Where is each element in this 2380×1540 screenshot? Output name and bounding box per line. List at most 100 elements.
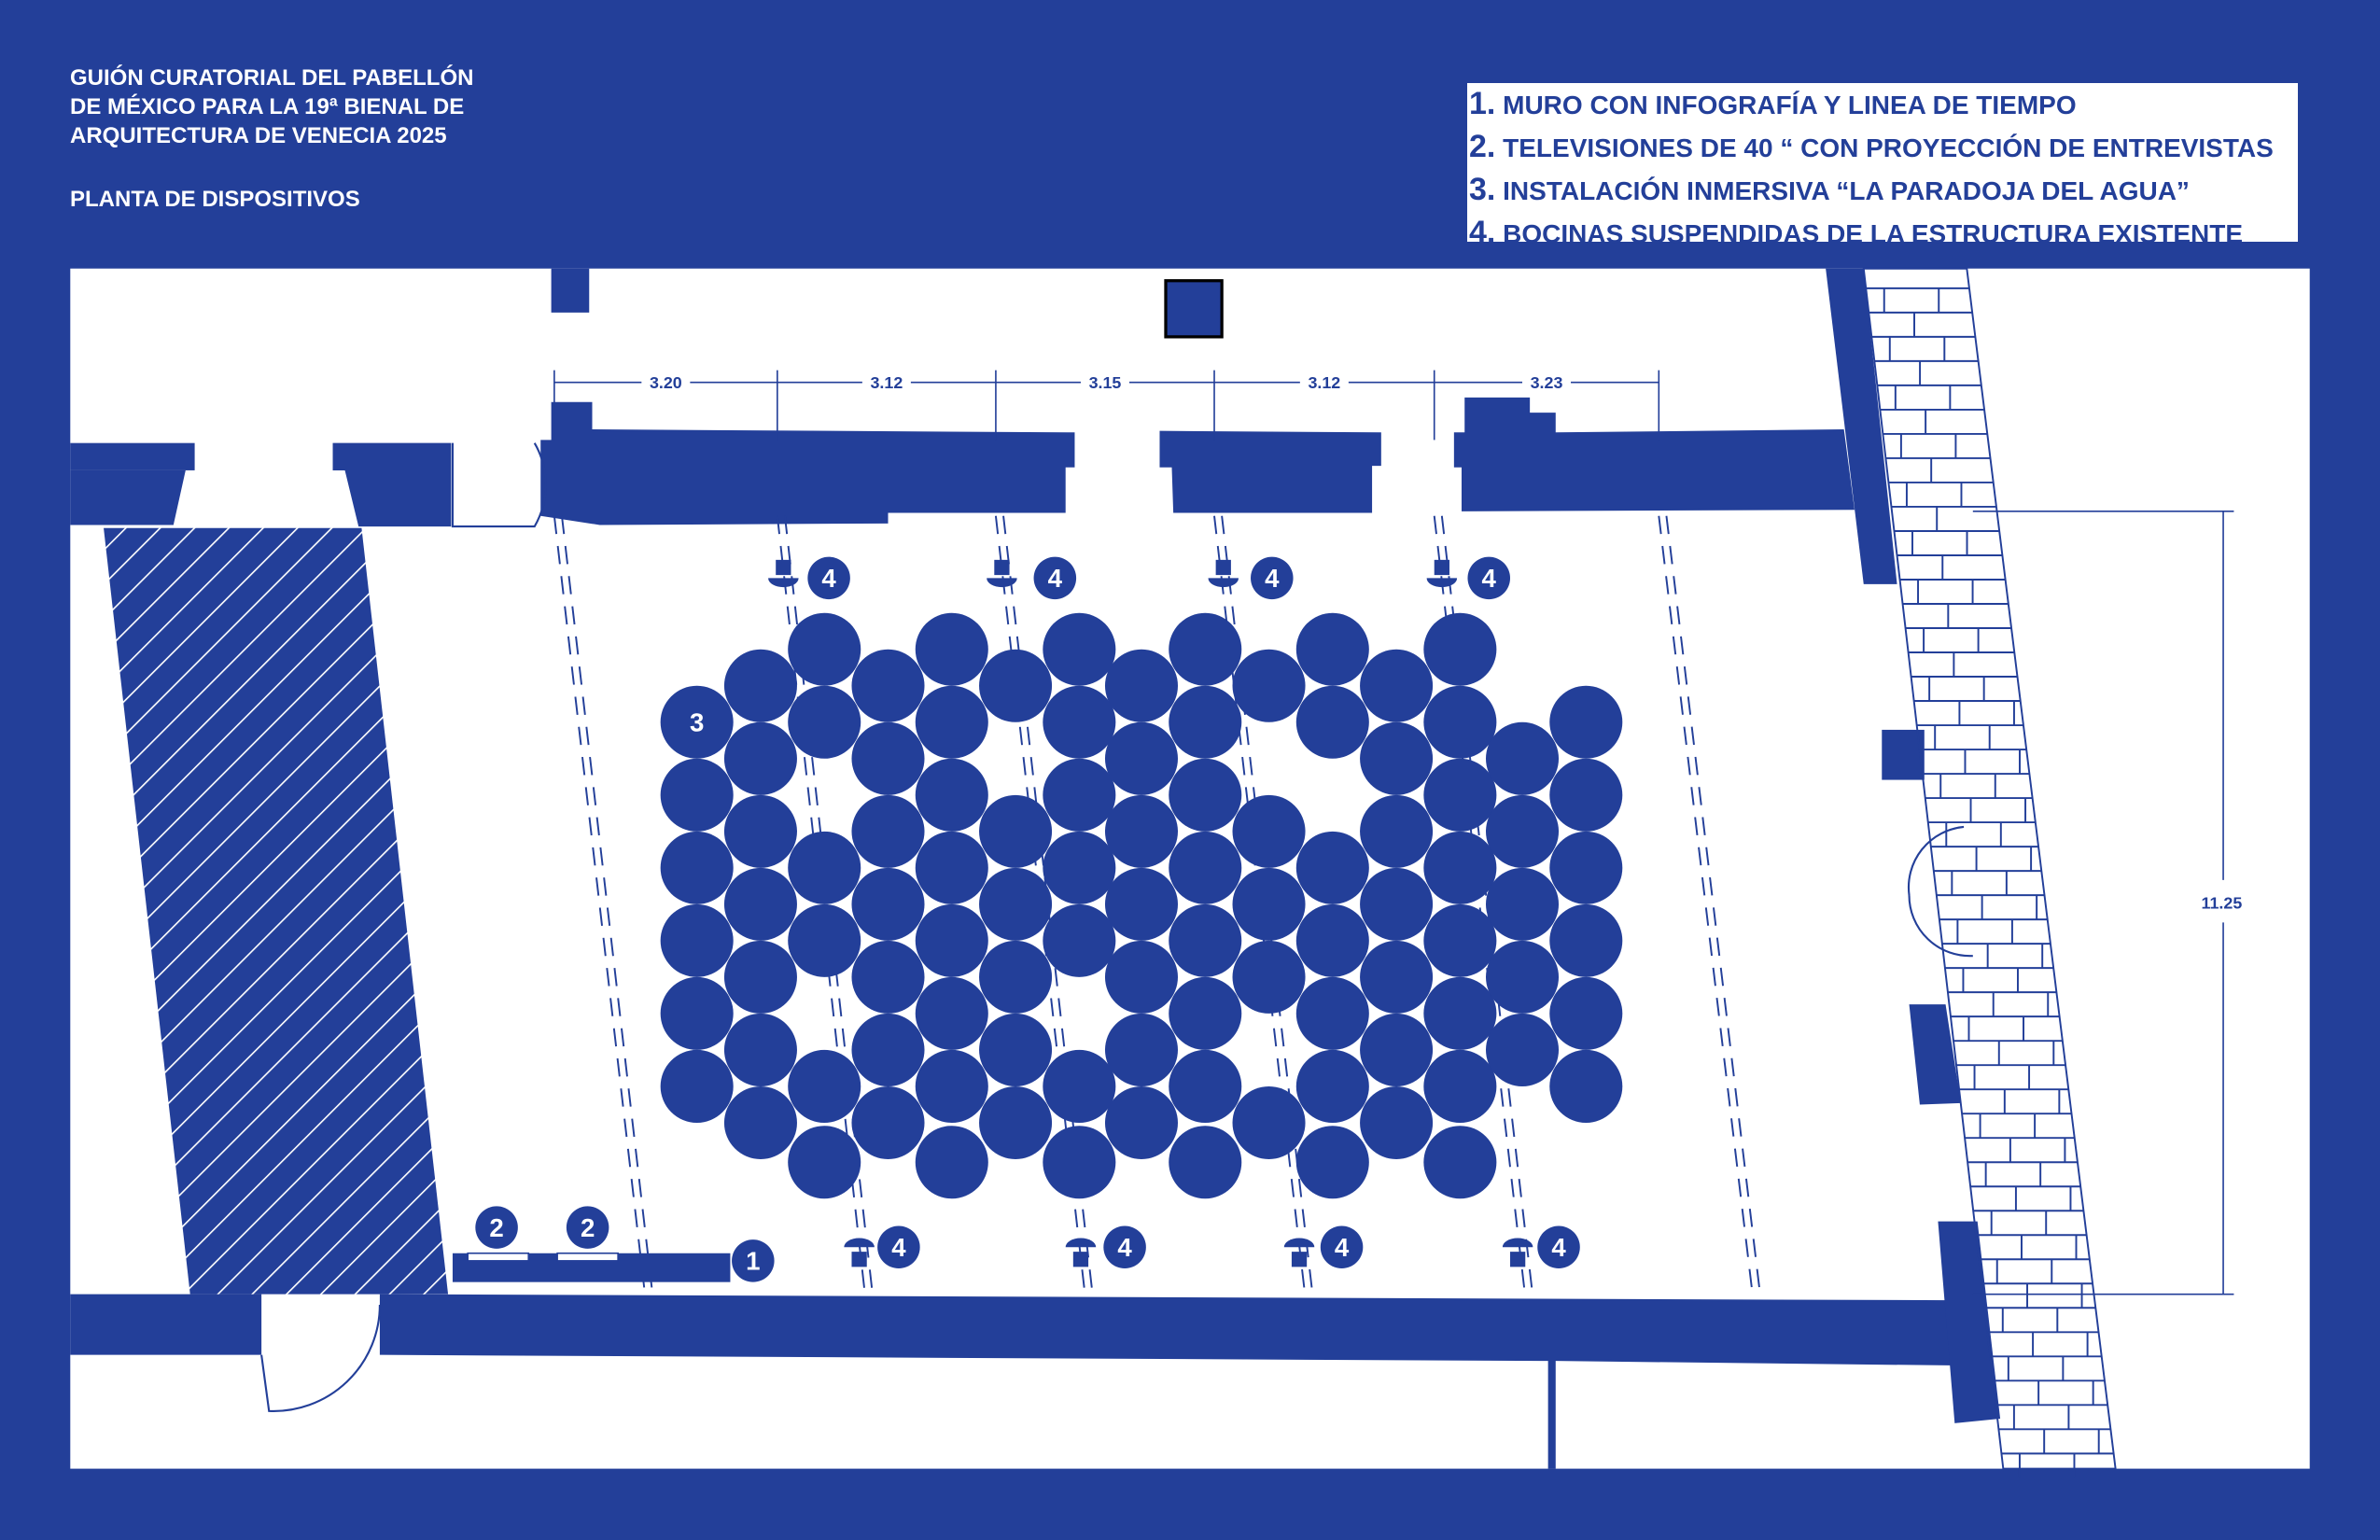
installation-circle (979, 867, 1053, 941)
installation-circle (1232, 940, 1306, 1014)
installation-circle (1043, 1126, 1116, 1199)
marker-4: 4 (1537, 1225, 1580, 1269)
installation-circle (1549, 903, 1623, 977)
installation-circle (915, 758, 988, 832)
wall-segment (1159, 430, 1381, 513)
installation-circle (851, 721, 925, 795)
installation-circle (1485, 867, 1560, 941)
structure-line (553, 515, 647, 1298)
marker-label: 4 (1117, 1233, 1132, 1262)
installation-circle (1104, 867, 1178, 941)
door-swing[interactable] (1907, 825, 1973, 958)
structure-line (1658, 515, 1755, 1298)
installation-circle (788, 612, 861, 686)
legend-item: 1. MURO CON INFOGRAFÍA Y LINEA DE TIEMPO (1469, 83, 2298, 126)
installation-circle (1360, 867, 1434, 941)
dimension-label-bg (1522, 371, 1572, 392)
wall-segment (70, 1294, 262, 1355)
installation-circle (851, 867, 925, 941)
marker-label: 2 (489, 1213, 503, 1242)
legend-item: 4. BOCINAS SUSPENDIDAS DE LA ESTRUCTURA … (1469, 212, 2298, 255)
installation-circle (788, 1126, 861, 1199)
installation-circle (915, 685, 988, 759)
speaker-device (768, 559, 799, 588)
speaker-device (844, 1238, 875, 1267)
installation-circle (660, 976, 734, 1050)
wall-segment (1453, 397, 1855, 511)
speaker-icon (994, 559, 1010, 576)
marker-2: 2 (475, 1206, 518, 1249)
marker-label: 4 (1048, 564, 1063, 593)
dimension-label: 11.25 (2202, 894, 2243, 913)
installation-circle (1232, 1085, 1306, 1159)
installation-circle (1423, 831, 1497, 904)
installation-circle (851, 1013, 925, 1086)
legend-num: 4. (1469, 215, 1496, 250)
installation-circle (660, 685, 734, 759)
installation-circle (660, 831, 734, 904)
wall-segment (1938, 1221, 2001, 1423)
installation-circle (1169, 758, 1242, 832)
installation-circle (1232, 649, 1306, 722)
title-line: ARQUITECTURA DE VENECIA 2025 (70, 123, 447, 148)
door-swing[interactable] (260, 1305, 381, 1412)
title-line: GUIÓN CURATORIAL DEL PABELLÓN (70, 65, 474, 91)
dimension-label: 3.15 (1089, 373, 1122, 392)
wall-segment (70, 442, 195, 470)
speaker-device (1283, 1238, 1315, 1267)
installation-circle (1169, 685, 1242, 759)
dimension-label: 3.12 (1308, 373, 1340, 392)
speaker-cone-icon (844, 1238, 875, 1248)
wall-segment (379, 1294, 1958, 1469)
speaker-icon (1215, 559, 1231, 576)
installation-circle (1043, 758, 1116, 832)
marker-3-label: 3 (690, 708, 704, 737)
legend-text: BOCINAS SUSPENDIDAS DE LA ESTRUCTURA EXI… (1503, 219, 2244, 248)
installation-circle (1423, 976, 1497, 1050)
installation-circle (1295, 903, 1369, 977)
legend-num: 2. (1469, 129, 1496, 164)
installation-circle (1485, 794, 1560, 868)
installation-circle (915, 1126, 988, 1199)
marker-label: 4 (1335, 1233, 1350, 1262)
installation-circle (1485, 1013, 1560, 1086)
marker-4: 4 (1320, 1225, 1364, 1269)
marker-4: 4 (1251, 556, 1294, 600)
installation-circle (915, 976, 988, 1050)
installation-circle (915, 831, 988, 904)
installation-circle (1232, 794, 1306, 868)
installation-circle (723, 1013, 797, 1086)
installation-circle (1169, 831, 1242, 904)
speaker-icon (776, 559, 791, 576)
legend-num: 1. (1469, 86, 1496, 121)
legend-num: 3. (1469, 172, 1496, 207)
dimension-label-bg (1080, 371, 1129, 392)
installation-circle (660, 758, 734, 832)
installation-circle (723, 1085, 797, 1159)
installation-circle (1295, 831, 1369, 904)
door-swing[interactable] (451, 442, 547, 528)
marker-4: 4 (1467, 556, 1511, 600)
column (1164, 279, 1224, 339)
installation-circle (1104, 940, 1178, 1014)
installation-circle (915, 1049, 988, 1123)
installation-circle (788, 685, 861, 759)
installation-circle (979, 794, 1053, 868)
installation-circle (1169, 976, 1242, 1050)
installation-circle (1232, 867, 1306, 941)
wall-segment (540, 401, 1075, 525)
tv-screen (467, 1252, 530, 1262)
installation-circle (1104, 1013, 1178, 1086)
column (551, 268, 590, 313)
dimension-label-bg (861, 371, 911, 392)
installation-circle (1043, 685, 1116, 759)
speaker-icon (1434, 559, 1449, 576)
legend-item: 2. TELEVISIONES DE 40 “ CON PROYECCIÓN D… (1469, 126, 2298, 169)
speaker-cone-icon (1065, 1238, 1097, 1248)
legend: 1. MURO CON INFOGRAFÍA Y LINEA DE TIEMPO… (1467, 83, 2298, 250)
marker-label: 2 (581, 1213, 595, 1242)
installation-circle (851, 1085, 925, 1159)
installation-circle (1104, 721, 1178, 795)
